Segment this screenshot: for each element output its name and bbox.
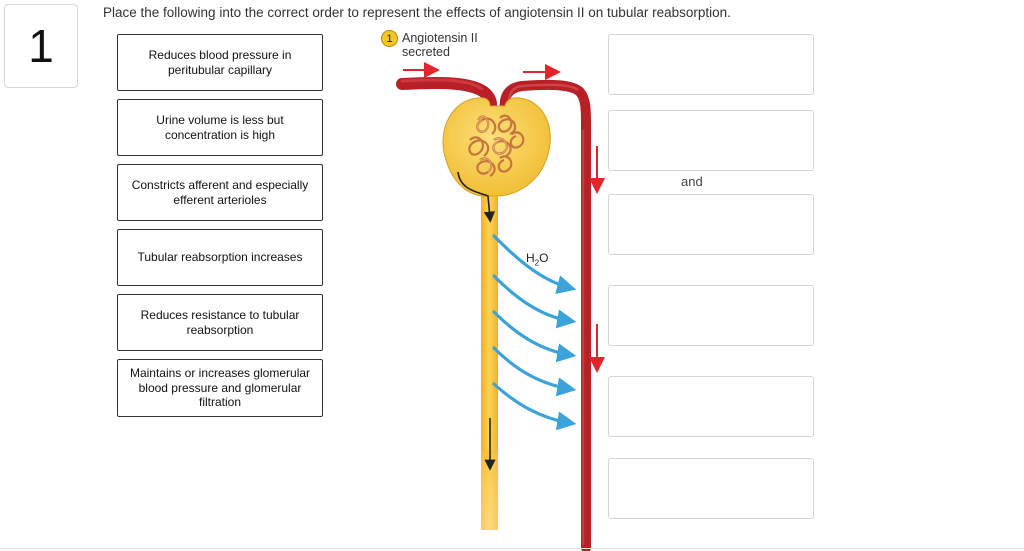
- choice-label: Tubular reabsorption increases: [137, 250, 303, 265]
- step-label-line-1: Angiotensin II: [402, 31, 478, 45]
- glomerulus: [442, 97, 551, 197]
- filtrate-flow-arrow: [457, 171, 495, 223]
- choice-tile-2[interactable]: Urine volume is less but concentration i…: [117, 99, 323, 156]
- choice-label: Urine volume is less but concentration i…: [156, 113, 284, 142]
- choice-label: Reduces blood pressure in peritubular ca…: [148, 48, 292, 77]
- choice-tile-1[interactable]: Reduces blood pressure in peritubular ca…: [117, 34, 323, 91]
- drop-zone-5[interactable]: [608, 376, 814, 437]
- drop-zone-1[interactable]: [608, 34, 814, 95]
- water-label-sub: 2: [534, 258, 540, 268]
- choice-tile-3[interactable]: Constricts afferent and especially effer…: [117, 164, 323, 221]
- afferent-arteriole: [396, 76, 498, 118]
- step-label: Angiotensin II secreted: [402, 31, 478, 59]
- drop-zone-3[interactable]: [608, 194, 814, 255]
- efferent-arteriole-and-peritubular-capillary: [499, 79, 591, 551]
- step-label-line-2: secreted: [402, 45, 450, 59]
- water-label-o: O: [539, 251, 549, 265]
- drop-zone-2[interactable]: [608, 110, 814, 171]
- water-label: H2O: [526, 251, 548, 267]
- choice-tile-5[interactable]: Reduces resistance to tubular reabsorpti…: [117, 294, 323, 351]
- drop-zone-connector-and: and: [681, 174, 703, 189]
- drop-zone-4[interactable]: [608, 285, 814, 346]
- question-number: 1: [4, 4, 78, 88]
- step-number-badge: 1: [381, 30, 398, 47]
- water-reabsorption-arrows: [492, 234, 577, 431]
- bottom-divider: [0, 548, 1024, 549]
- drop-zone-6[interactable]: [608, 458, 814, 519]
- choice-label: Reduces resistance to tubular reabsorpti…: [140, 308, 300, 337]
- choice-label: Maintains or increases glomerular blood …: [129, 366, 311, 410]
- choice-label: Constricts afferent and especially effer…: [131, 178, 309, 207]
- choice-tile-4[interactable]: Tubular reabsorption increases: [117, 229, 323, 286]
- water-label-h: H: [526, 251, 535, 265]
- choice-tile-6[interactable]: Maintains or increases glomerular blood …: [117, 359, 323, 417]
- question-prompt: Place the following into the correct ord…: [103, 5, 731, 20]
